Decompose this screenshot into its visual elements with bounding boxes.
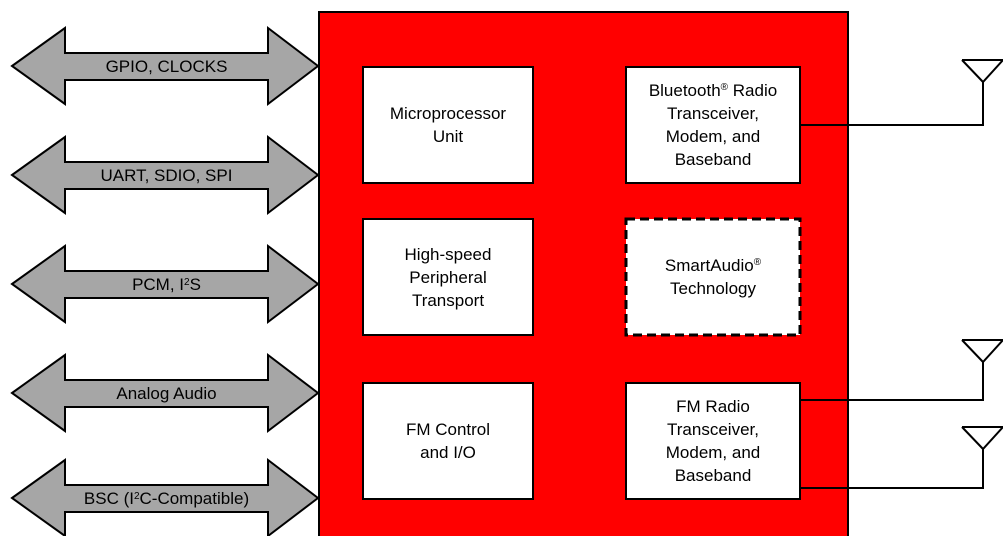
block-microprocessor-unit bbox=[362, 66, 534, 184]
interface-label-uart-sdio-spi: UART, SDIO, SPI bbox=[100, 165, 233, 185]
interface-label-bsc: BSC (I2C-Compatible) bbox=[83, 488, 250, 508]
block-smartaudio bbox=[624, 217, 802, 337]
fm-antenna-2-line bbox=[800, 449, 984, 489]
label-smartaudio: SmartAudio® Technology bbox=[664, 256, 762, 298]
block-fm-radio bbox=[625, 382, 801, 500]
fm-antenna-1-icon bbox=[961, 339, 1003, 364]
label-fm-control: FM Control and I/O bbox=[405, 420, 491, 462]
fm-antenna-2-icon bbox=[961, 426, 1003, 451]
arrow-uart-sdio-spi bbox=[10, 134, 320, 216]
interface-label-pcm-i2s: PCM, I2S bbox=[132, 274, 201, 294]
interface-label-gpio-clocks: GPIO, CLOCKS bbox=[105, 56, 228, 76]
label-bluetooth-radio: Bluetooth® Radio Transceiver, Modem, and… bbox=[648, 81, 778, 169]
bluetooth-antenna-icon bbox=[961, 59, 1003, 84]
block-fm-control bbox=[362, 382, 534, 500]
block-high-speed-peripheral-transport bbox=[362, 218, 534, 336]
arrow-analog-audio bbox=[10, 352, 320, 434]
label-fm-radio: FM Radio Transceiver, Modem, and Baseban… bbox=[665, 397, 761, 485]
arrow-bsc bbox=[10, 457, 320, 536]
label-microprocessor-unit: Microprocessor Unit bbox=[389, 104, 507, 146]
fm-antenna-1-line bbox=[800, 362, 984, 401]
arrow-gpio-clocks bbox=[10, 25, 320, 107]
label-high-speed-peripheral-transport: High-speed Peripheral Transport bbox=[404, 244, 492, 310]
bluetooth-antenna-line bbox=[800, 82, 984, 126]
arrow-pcm-i2s bbox=[10, 243, 320, 325]
block-bluetooth-radio bbox=[625, 66, 801, 184]
interface-label-analog-audio: Analog Audio bbox=[116, 383, 217, 403]
